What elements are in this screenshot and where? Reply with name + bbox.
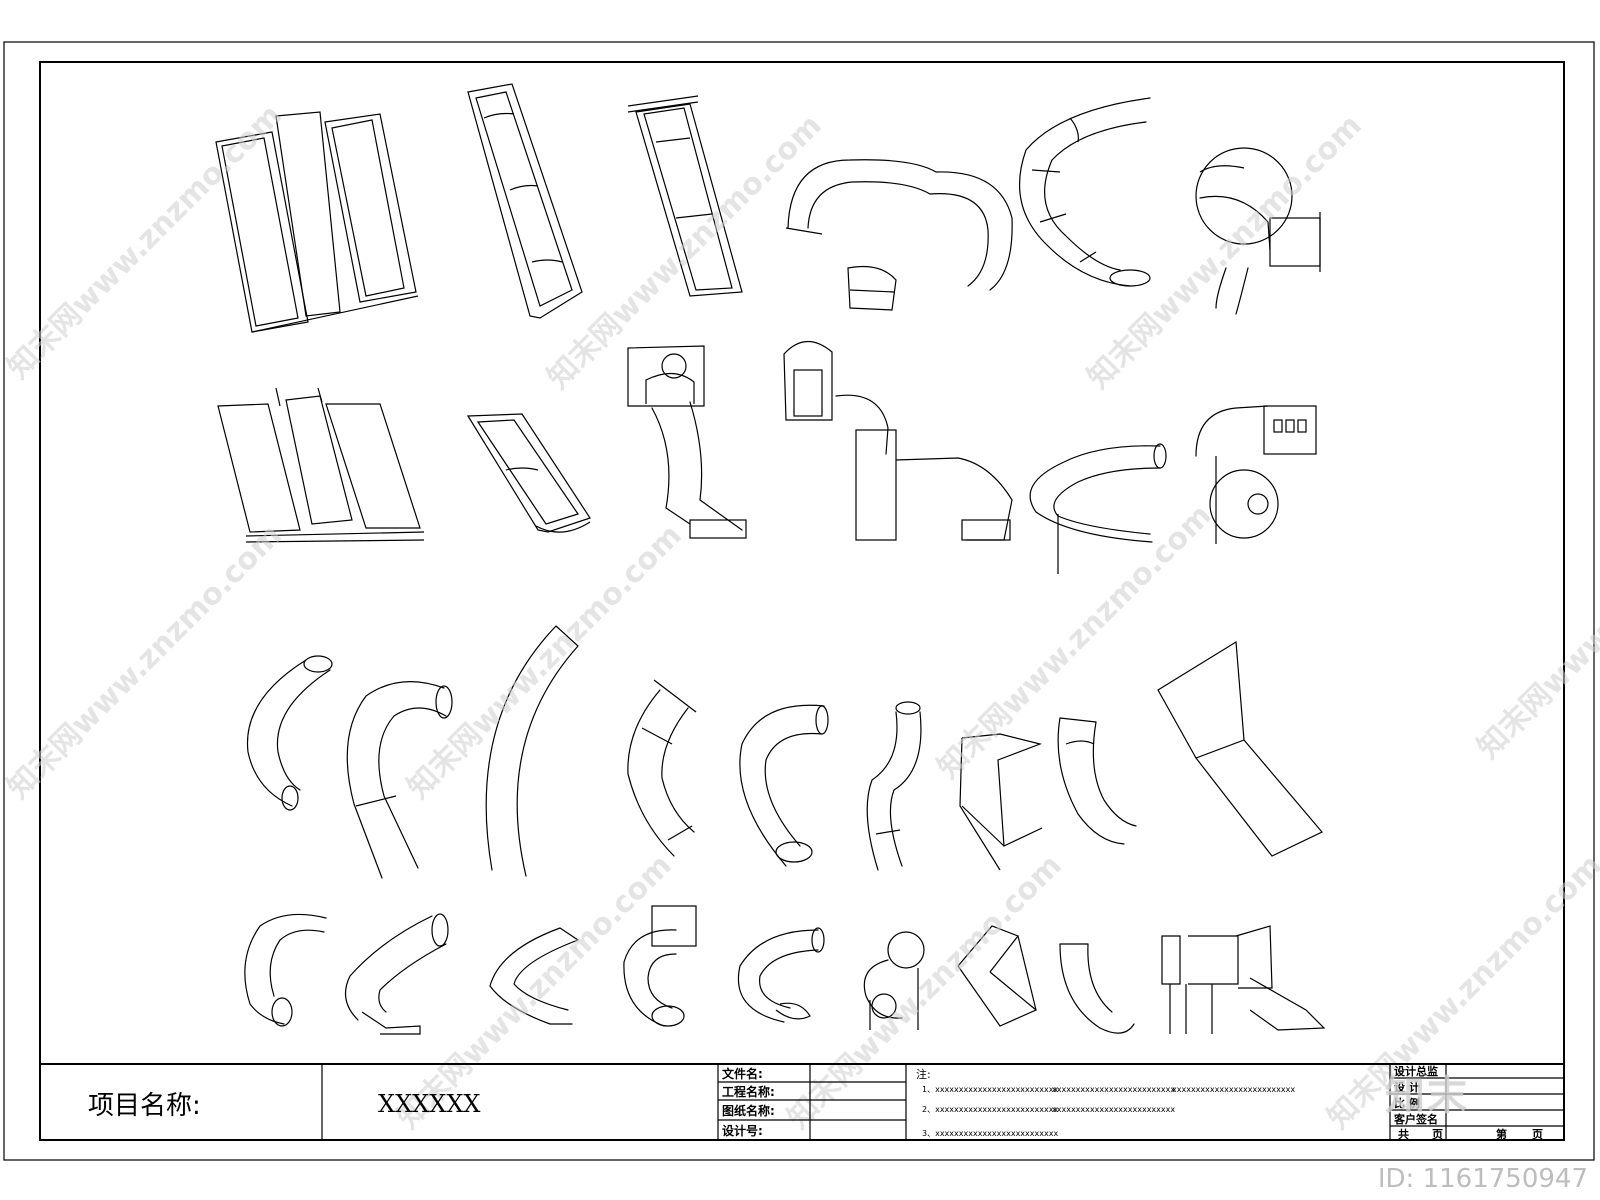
watermark-text: 知末网www.znzmo.com: [1471, 478, 1600, 766]
slide-straight-narrow: [627, 95, 743, 297]
watermark-text: 知末网www.znzmo.com: [931, 498, 1219, 786]
pages-total-unit: 页: [1432, 1128, 1443, 1141]
field-file-name: 文件名:: [722, 1066, 763, 1081]
watermark-text: 知末网www.znzmo.com: [1081, 108, 1369, 396]
tube-piece-ramp-a: [959, 733, 1043, 871]
signoff-designer: 设 计: [1394, 1080, 1420, 1094]
site-logo-watermark: 知末: [1385, 1073, 1469, 1119]
watermark-text: 知末网www.znzmo.com: [401, 518, 689, 806]
project-label: 项目名称:: [88, 1091, 201, 1121]
watermark-text: 知末网www.znzmo.com: [1, 518, 289, 806]
slide-tube-double-spiral: [1195, 405, 1317, 544]
title-block: 项目名称: XXXXXX 文件名: 工程名称: 图纸名称: 设计号: 注: 1、…: [40, 1063, 1564, 1141]
note-2a: 2、xxxxxxxxxxxxxxxxxxxxxxxxxx: [922, 1105, 1058, 1114]
slide-triple-straight: [215, 111, 419, 333]
pages-current-unit: 页: [1532, 1128, 1543, 1141]
tube-piece-c-open: [739, 704, 829, 867]
tube-piece-funnel: [1157, 640, 1323, 857]
slide-triple-wave: [217, 387, 425, 543]
tube-piece-coil: [863, 931, 925, 1030]
tube-piece-c-lip: [737, 927, 825, 1023]
tube-piece-j-bend: [346, 681, 453, 879]
tube-piece-s-narrow: [866, 701, 922, 871]
slide-tower-tube-bend: [783, 340, 1013, 541]
tube-piece-wedge: [957, 925, 1038, 1027]
notes-label: 注:: [916, 1067, 931, 1081]
slide-u-bend: [785, 159, 1013, 311]
outer-frame: [3, 41, 1595, 1161]
field-design-no: 设计号:: [722, 1123, 763, 1138]
note-2b: xxxxxxxxxxxxxxxxxxxxxxxxxx: [1052, 1105, 1175, 1114]
slide-curve-lip: [1059, 943, 1135, 1034]
slide-twin-stand: [1161, 925, 1326, 1034]
note-1a: 1、xxxxxxxxxxxxxxxxxxxxxxxxxx: [922, 1085, 1058, 1094]
pages-current-label: 第: [1496, 1127, 1507, 1141]
slide-spiral-ramp: [1029, 443, 1167, 574]
tube-piece-c-small: [246, 655, 333, 811]
note-1b: xxxxxxxxxxxxxxxxxxxxxxxxxx: [1052, 1085, 1175, 1094]
slide-curve-flat: [489, 927, 579, 1025]
slide-straight-wide: [467, 83, 583, 319]
field-drawing-name: 图纸名称:: [722, 1103, 775, 1118]
tube-piece-flange-bend: [627, 679, 697, 857]
pages-total-label: 共: [1398, 1127, 1409, 1141]
watermark-layer: 知末网www.znzmo.com 知末网www.znzmo.com 知末网www…: [1, 98, 1600, 1136]
slide-spiral-open: [1019, 97, 1151, 287]
slide-tube-spiral: [1195, 147, 1321, 315]
inner-frame: [39, 61, 1565, 1141]
tube-piece-ramp-b: [1057, 717, 1137, 845]
tube-piece-long-arc: [485, 625, 579, 877]
note-1c: xxxxxxxxxxxxxxxxxxxxxxxxxx: [1172, 1085, 1295, 1094]
id-badge: ID: 1161750947: [1377, 1164, 1588, 1194]
signoff-client: 客户签名: [1393, 1112, 1438, 1126]
watermark-text: 知末网www.znzmo.com: [1, 98, 289, 386]
project-value: XXXXXX: [378, 1090, 481, 1118]
slide-tower-wave: [627, 345, 747, 539]
tube-piece-box-bend: [623, 905, 697, 1027]
tube-piece-incline-flange: [344, 913, 449, 1035]
signoff-director: 设计总监: [1394, 1064, 1438, 1078]
slide-straight-lowrun: [466, 413, 591, 533]
signoff-scale: 比 例: [1394, 1096, 1420, 1110]
note-3: 3、xxxxxxxxxxxxxxxxxxxxxxxxxx: [922, 1129, 1058, 1138]
tube-piece-c-flat: [244, 913, 327, 1027]
field-project-name: 工程名称:: [722, 1084, 775, 1099]
